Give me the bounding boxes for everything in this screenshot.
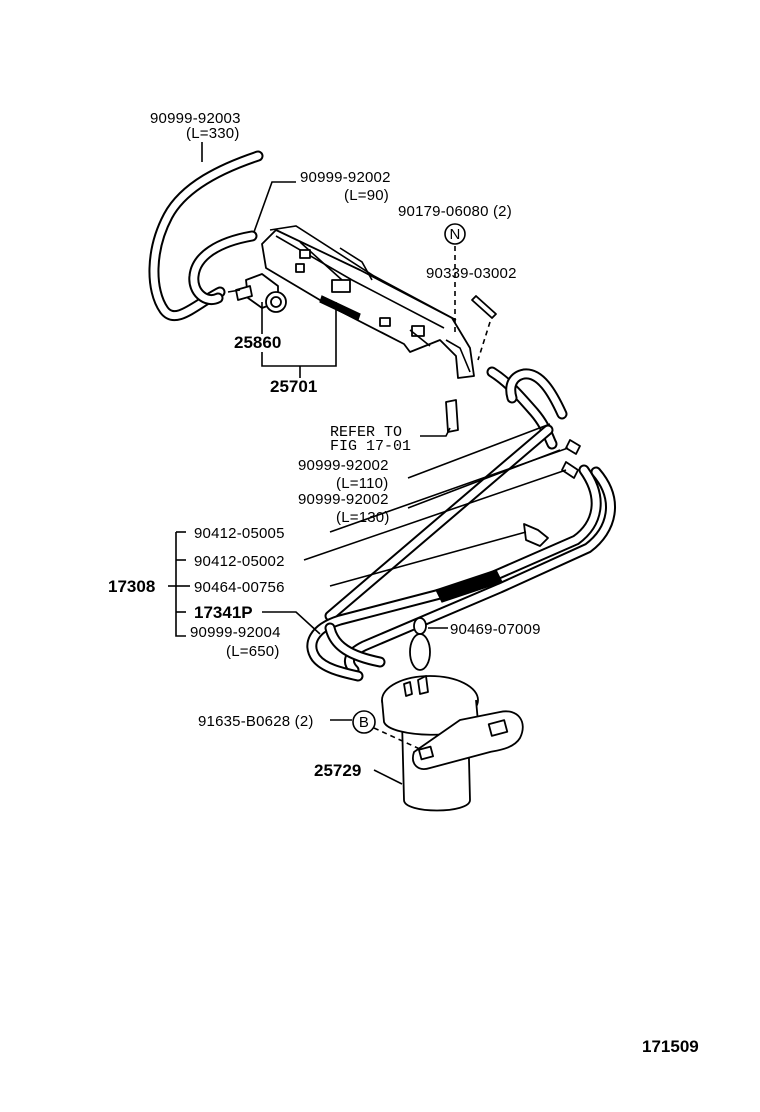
label-clip-07009: 90469-07009	[450, 621, 541, 638]
label-hose-90-len: (L=90)	[344, 187, 389, 204]
hose-330	[148, 150, 264, 322]
clip-03002	[471, 295, 497, 319]
clamp-05005-part	[565, 439, 581, 455]
refer-pipe	[445, 399, 459, 433]
marker-b-label: B	[359, 714, 369, 731]
marker-b: B	[352, 710, 376, 734]
hose-90	[188, 230, 258, 305]
hose-650	[306, 588, 446, 682]
label-bolt-b0628: 91635-B0628 (2)	[198, 713, 314, 730]
label-clamp-05002: 90412-05002	[194, 553, 285, 570]
pipe-17341p	[324, 424, 616, 676]
marker-n: N	[444, 223, 466, 245]
label-hose-650-len: (L=650)	[226, 643, 280, 660]
label-group-17308: 17308	[108, 577, 155, 596]
clamp-05002-part	[561, 461, 579, 479]
label-hose-130-part: 90999-92002	[298, 491, 389, 508]
leaders	[168, 142, 569, 785]
hose-sleeve	[435, 569, 503, 603]
marker-n-label: N	[449, 226, 460, 243]
vsv-valve	[227, 273, 287, 313]
clamp-00756-part	[523, 523, 549, 547]
label-bracket-assy: 25701	[270, 377, 317, 396]
label-refer-2: FIG 17-01	[330, 438, 411, 455]
label-refer-1: REFER TO	[330, 424, 402, 441]
figure-number: 171509	[642, 1037, 699, 1056]
label-pipe-17341p: 17341P	[194, 603, 253, 622]
label-vsv: 25860	[234, 333, 281, 352]
label-bolt: 90179-06080 (2)	[398, 203, 512, 220]
label-clamp-05005: 90412-05005	[194, 525, 285, 542]
hose-130	[505, 368, 568, 420]
clip-07009-part	[409, 617, 431, 671]
label-hose-130-len: (L=130)	[336, 509, 390, 526]
label-hose-90-part: 90999-92002	[300, 169, 391, 186]
label-clip-03002: 90339-03002	[426, 265, 517, 282]
label-hose-330-len: (L=330)	[186, 125, 240, 142]
label-hose-650-part: 90999-92004	[190, 624, 281, 641]
canister	[381, 675, 524, 812]
label-hose-110-len: (L=110)	[336, 475, 388, 492]
label-hose-330-part: 90999-92003	[150, 110, 241, 127]
label-canister: 25729	[314, 761, 361, 780]
bracket-assy	[261, 225, 475, 379]
label-clamp-00756: 90464-00756	[194, 579, 285, 596]
label-hose-110-part: 90999-92002	[298, 457, 389, 474]
